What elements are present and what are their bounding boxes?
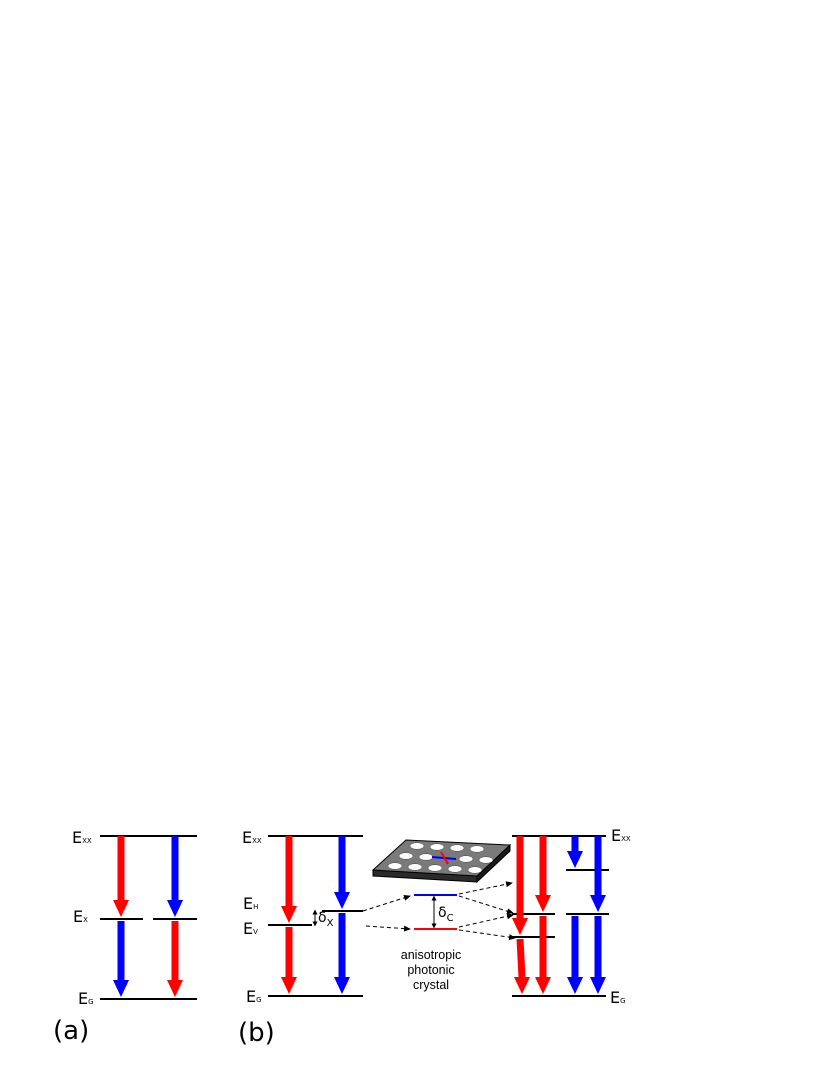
coupled-levels-panel: EXX EG bbox=[512, 826, 631, 1007]
label-eg-b: EG bbox=[246, 987, 262, 1006]
arrow-blue bbox=[334, 913, 350, 994]
arrow-blue bbox=[590, 916, 606, 994]
arrow-blue bbox=[590, 836, 606, 912]
arrow-red bbox=[535, 916, 551, 994]
photonic-crystal-slab bbox=[371, 839, 512, 884]
label-exx-right: EXX bbox=[611, 826, 631, 845]
air-holes bbox=[387, 842, 494, 874]
arrow-blue bbox=[567, 836, 583, 868]
panel-label-b: (b) bbox=[238, 1018, 275, 1048]
label-delta-c: δC bbox=[438, 905, 454, 924]
label-delta-x: δX bbox=[318, 910, 334, 929]
arrow-red bbox=[514, 938, 530, 994]
panel-a: EXX EX EG (a) bbox=[53, 828, 197, 1046]
label-ev-b: EV bbox=[243, 919, 258, 938]
arrow-blue bbox=[113, 921, 129, 997]
arrow-red bbox=[167, 921, 183, 997]
arrow-red bbox=[512, 836, 528, 935]
arrow-blue bbox=[167, 836, 183, 917]
arrow-red bbox=[535, 836, 551, 912]
label-eh-b: EH bbox=[243, 894, 258, 913]
label-eg-a: EG bbox=[78, 989, 94, 1008]
panel-b: δX EXX EH EV EG (b) bbox=[238, 828, 363, 1048]
label-exx-b: EXX bbox=[242, 828, 262, 847]
arrow-red bbox=[281, 927, 297, 994]
panel-label-a: (a) bbox=[53, 1016, 89, 1046]
coupling-arrows bbox=[362, 881, 516, 941]
label-ex-a: EX bbox=[73, 907, 88, 926]
label-eg-right: EG bbox=[610, 988, 626, 1007]
cavity-mode-red bbox=[440, 851, 449, 865]
label-exx-a: EXX bbox=[72, 828, 92, 847]
arrow-blue bbox=[567, 916, 583, 994]
arrow-red bbox=[281, 836, 297, 923]
arrow-blue bbox=[334, 836, 350, 909]
arrow-red bbox=[113, 836, 129, 917]
